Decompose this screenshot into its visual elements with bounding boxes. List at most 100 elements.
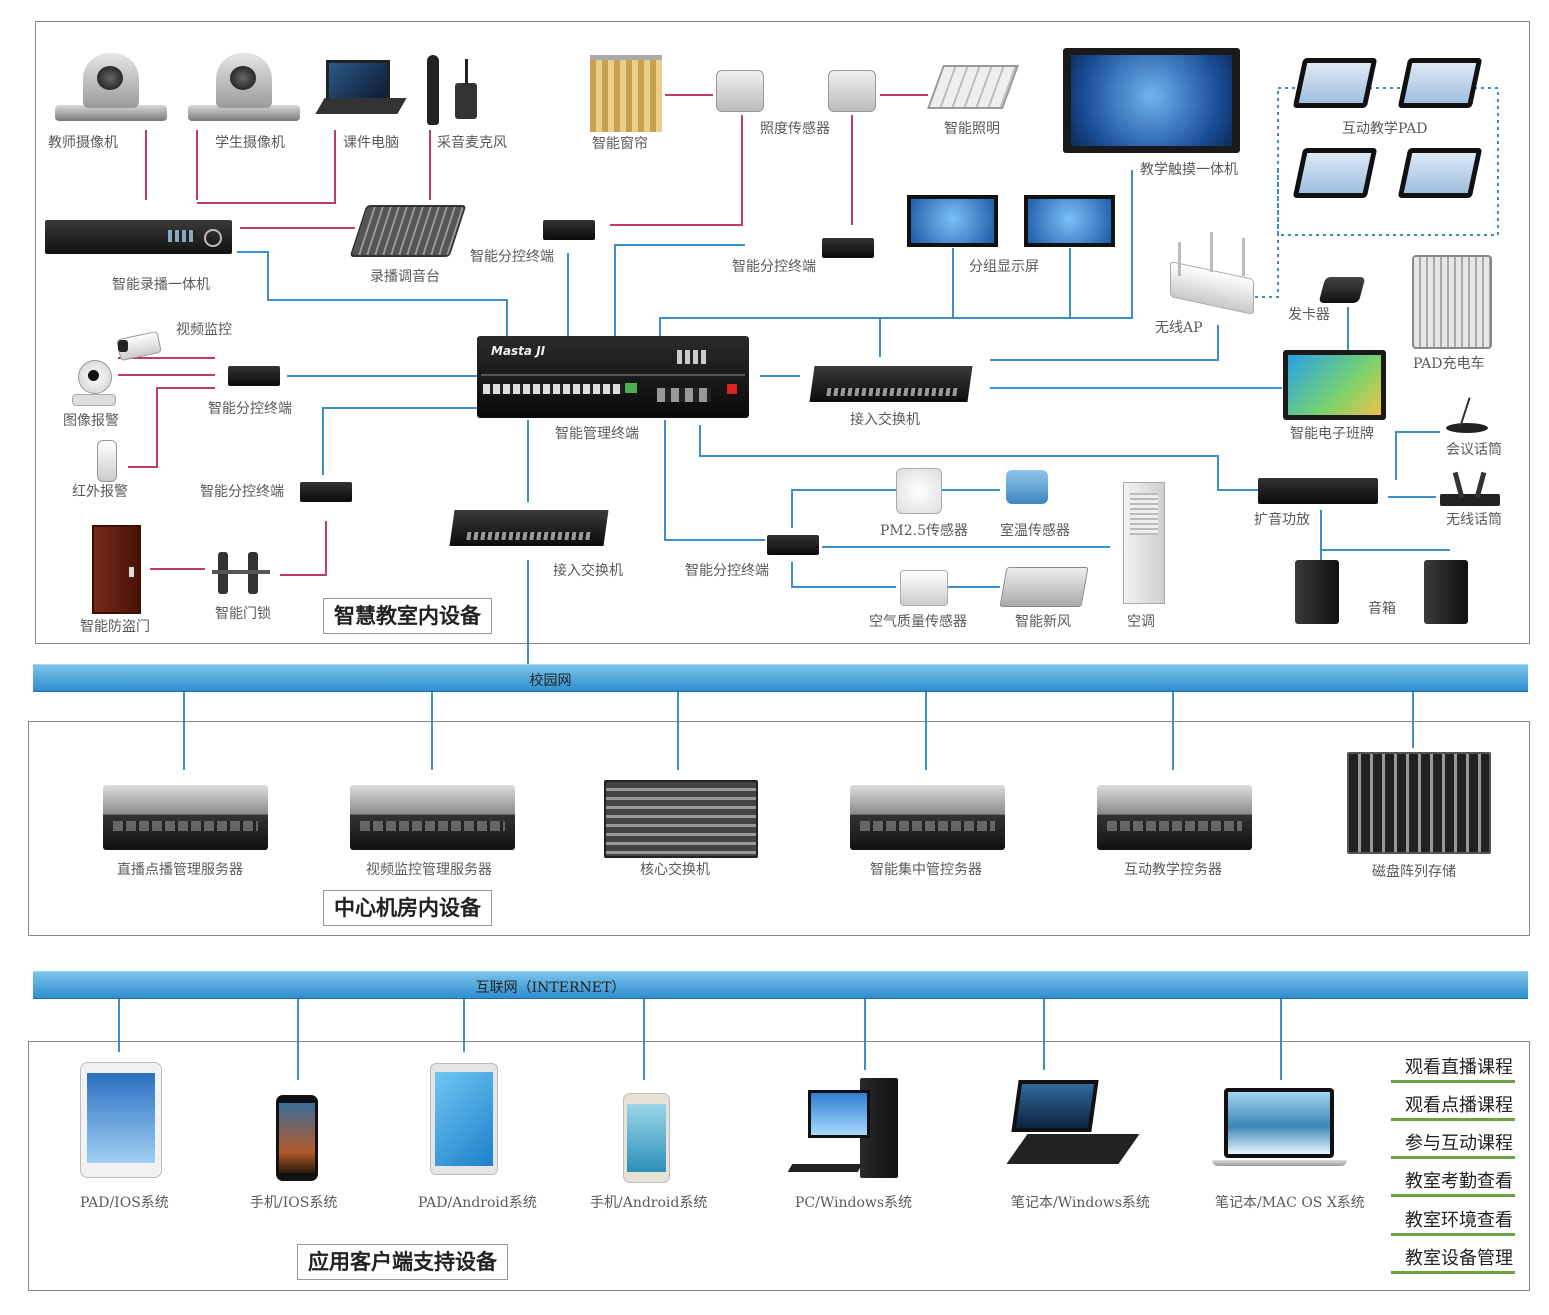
client-device-label: 手机/IOS系统 xyxy=(250,1195,338,1211)
group-display-icon xyxy=(907,195,998,247)
wireless-mic-label: 无线话筒 xyxy=(1446,512,1502,528)
datacenter-device-label: 智能集中管控务器 xyxy=(870,862,982,878)
smart-lighting-label: 智能照明 xyxy=(944,121,1000,137)
temperature-sensor-icon xyxy=(1006,470,1048,504)
touch-screen-icon xyxy=(1063,48,1240,153)
door-lock-label: 智能门锁 xyxy=(215,606,271,622)
disk-array-icon xyxy=(1347,752,1491,854)
classroom-section-title: 智慧教室内设备 xyxy=(323,598,492,634)
datacenter-frame xyxy=(28,721,1530,936)
access-switch-label: 接入交换机 xyxy=(850,412,920,428)
control-terminal-label: 智能分控终端 xyxy=(732,259,816,275)
access-switch-label: 接入交换机 xyxy=(553,563,623,579)
server-icon xyxy=(350,785,515,850)
door-lock-icon xyxy=(212,552,270,596)
air-quality-sensor-label: 空气质量传感器 xyxy=(869,614,967,630)
e-class-sign-label: 智能电子班牌 xyxy=(1290,426,1374,442)
fresh-air-unit-icon xyxy=(999,567,1089,607)
teacher-camera-icon xyxy=(55,50,167,130)
speakers-label: 音箱 xyxy=(1368,601,1396,617)
clients-section-title: 应用客户端支持设备 xyxy=(297,1244,508,1280)
conference-mic-label: 会议话筒 xyxy=(1446,442,1502,458)
feature-item: 观看点播课程 xyxy=(1391,1095,1515,1121)
security-door-label: 智能防盗门 xyxy=(80,619,150,635)
client-device-label: PC/Windows系统 xyxy=(795,1195,913,1211)
tablet-icon xyxy=(1292,148,1378,198)
control-terminal-icon xyxy=(822,238,874,258)
client-device-label: PAD/Android系统 xyxy=(418,1195,537,1211)
management-terminal-label: 智能管理终端 xyxy=(555,426,639,442)
server-icon xyxy=(1097,785,1252,850)
pad-cart-icon xyxy=(1412,255,1492,349)
clients-frame xyxy=(28,1041,1530,1291)
tablet-icon xyxy=(1397,58,1483,108)
teacher-camera-label: 教师摄像机 xyxy=(48,135,118,151)
ipad-icon xyxy=(80,1062,162,1178)
ir-alarm-icon xyxy=(97,440,117,482)
campus-network-bus: 校园网 xyxy=(33,664,1528,692)
lighting-panel-icon xyxy=(926,65,1020,109)
security-camera-icon xyxy=(116,323,170,362)
tablet-icon xyxy=(1292,58,1378,108)
image-alarm-label: 图像报警 xyxy=(63,413,119,429)
control-terminal-label: 智能分控终端 xyxy=(470,249,554,265)
control-terminal-label: 智能分控终端 xyxy=(685,563,769,579)
android-phone-icon xyxy=(623,1093,670,1183)
card-issuer-icon xyxy=(1318,277,1366,303)
client-device-label: PAD/IOS系统 xyxy=(80,1195,169,1211)
management-terminal-icon: Masta JI xyxy=(477,336,749,418)
air-conditioner-icon xyxy=(1123,482,1165,604)
client-device-label: 手机/Android系统 xyxy=(590,1195,708,1211)
datacenter-device-label: 视频监控管理服务器 xyxy=(366,862,492,878)
control-terminal-icon xyxy=(543,220,595,240)
recorder-icon xyxy=(45,220,232,254)
control-terminal-label: 智能分控终端 xyxy=(208,401,292,417)
classroom-frame xyxy=(35,21,1530,644)
pm25-sensor-icon xyxy=(896,468,942,514)
internet-bus: 互联网（INTERNET） xyxy=(33,971,1528,999)
control-terminal-label: 智能分控终端 xyxy=(200,484,284,500)
feature-item: 参与互动课程 xyxy=(1391,1133,1515,1159)
fresh-air-label: 智能新风 xyxy=(1015,614,1071,630)
touch-aio-label: 教学触摸一体机 xyxy=(1140,162,1238,178)
video-monitor-label: 视频监控 xyxy=(176,322,232,338)
amplifier-icon xyxy=(1258,478,1378,504)
feature-item: 教室环境查看 xyxy=(1391,1210,1515,1236)
mixer-label: 录播调音台 xyxy=(370,269,440,285)
student-camera-icon xyxy=(188,50,300,130)
group-display-icon xyxy=(1024,195,1115,247)
microphone-label: 采音麦克风 xyxy=(437,135,507,151)
access-switch-icon xyxy=(809,366,973,402)
mixer-icon xyxy=(349,205,467,257)
light-sensor-label: 照度传感器 xyxy=(760,121,830,137)
security-door-icon xyxy=(92,525,141,614)
client-device-label: 笔记本/Windows系统 xyxy=(1011,1195,1150,1211)
wireless-mic-icon xyxy=(1440,471,1500,508)
feature-item: 教室设备管理 xyxy=(1391,1248,1515,1274)
datacenter-device-label: 核心交换机 xyxy=(640,862,710,878)
access-switch-icon xyxy=(449,510,609,546)
windows-laptop-icon xyxy=(1005,1080,1140,1176)
interactive-pad-label: 互动教学PAD xyxy=(1342,121,1428,137)
server-icon xyxy=(850,785,1005,850)
air-conditioner-label: 空调 xyxy=(1127,614,1155,630)
smart-curtain-label: 智能窗帘 xyxy=(592,136,648,152)
pad-cart-label: PAD充电车 xyxy=(1413,356,1485,372)
wireless-ap-label: 无线AP xyxy=(1155,320,1203,336)
control-terminal-icon xyxy=(228,366,280,386)
light-sensor-icon xyxy=(828,70,876,112)
feature-item: 观看直播课程 xyxy=(1391,1057,1515,1083)
speaker-icon xyxy=(1424,560,1468,624)
recorder-label: 智能录播一体机 xyxy=(112,277,210,293)
image-alarm-icon xyxy=(72,360,116,408)
speaker-icon xyxy=(1295,560,1339,624)
client-device-label: 笔记本/MAC OS X系统 xyxy=(1215,1195,1365,1211)
tablet-icon xyxy=(1397,148,1483,198)
conference-mic-icon xyxy=(1444,395,1490,435)
curtain-icon xyxy=(590,55,662,132)
card-issuer-label: 发卡器 xyxy=(1288,307,1330,323)
wireless-ap-icon xyxy=(1160,232,1255,315)
course-pc-label: 课件电脑 xyxy=(343,135,399,151)
